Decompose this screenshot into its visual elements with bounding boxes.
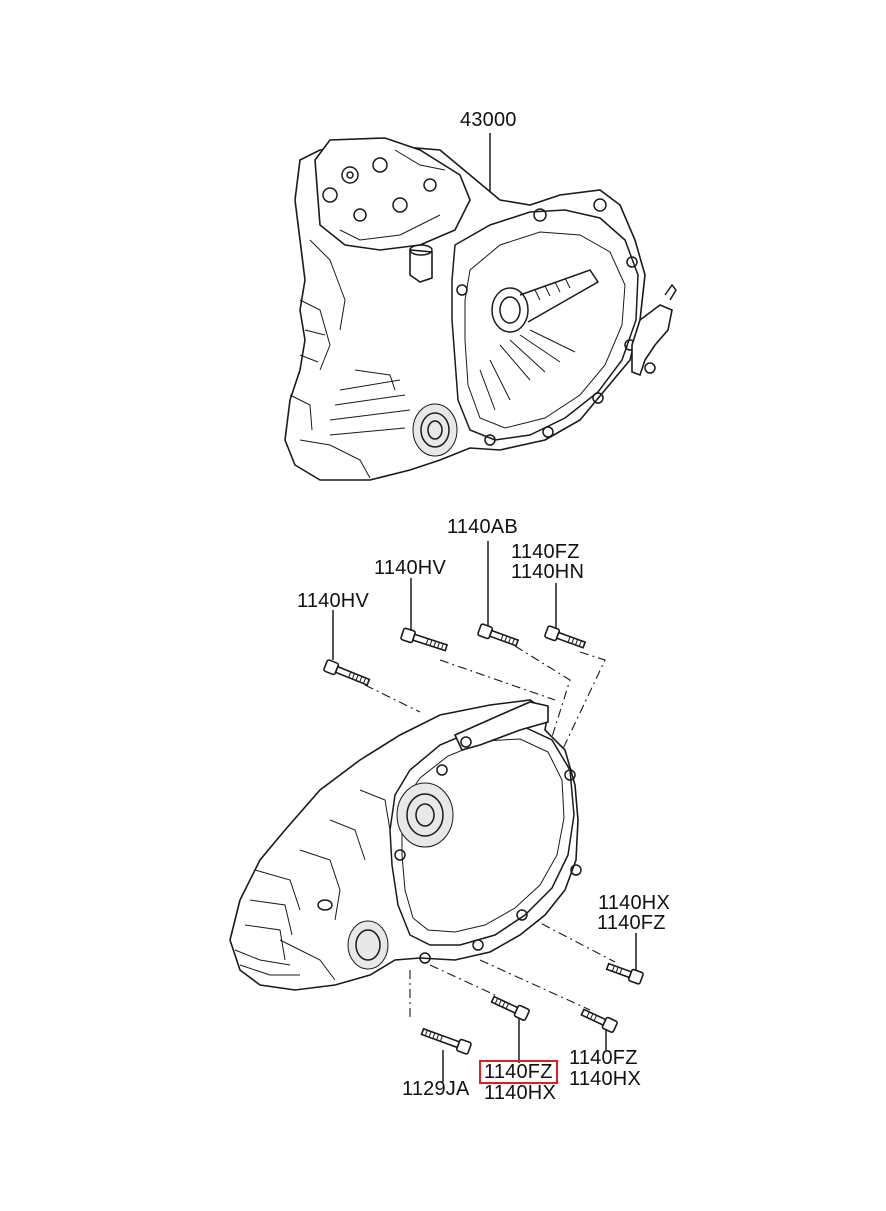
part-label-1140hx-bottom-right[interactable]: 1140HX (569, 1068, 641, 1090)
part-label-1140fz-right[interactable]: 1140FZ (597, 912, 666, 934)
part-label-43000[interactable]: 43000 (460, 109, 517, 131)
part-label-1140hv-upper[interactable]: 1140HV (374, 557, 446, 579)
bolt-icon[interactable] (605, 961, 644, 985)
part-label-1140hn[interactable]: 1140HN (511, 561, 585, 583)
part-label-1140hx-right[interactable]: 1140HX (598, 892, 670, 914)
part-label-1140hv-lower[interactable]: 1140HV (297, 590, 369, 612)
part-label-1140fz-highlighted[interactable]: 1140FZ (479, 1060, 558, 1084)
bolt-icon[interactable] (477, 623, 520, 649)
part-label-1129ja[interactable]: 1129JA (402, 1078, 470, 1100)
transaxle-assembly-drawing (284, 133, 677, 481)
part-label-1140hx-center[interactable]: 1140HX (484, 1082, 556, 1104)
part-label-1140fz-bottom-right[interactable]: 1140FZ (569, 1047, 638, 1069)
bolt-icon[interactable] (544, 625, 587, 651)
bolt-icon[interactable] (400, 627, 449, 654)
transaxle-case-drawing (229, 541, 637, 1082)
part-label-1140fz-top[interactable]: 1140FZ (511, 541, 580, 563)
part-label-1140ab[interactable]: 1140AB (447, 516, 518, 538)
bolt-icon[interactable] (323, 659, 371, 687)
bolt-icon[interactable] (490, 994, 530, 1021)
bolt-icon[interactable] (580, 1007, 618, 1033)
bolt-icon[interactable] (420, 1026, 472, 1055)
